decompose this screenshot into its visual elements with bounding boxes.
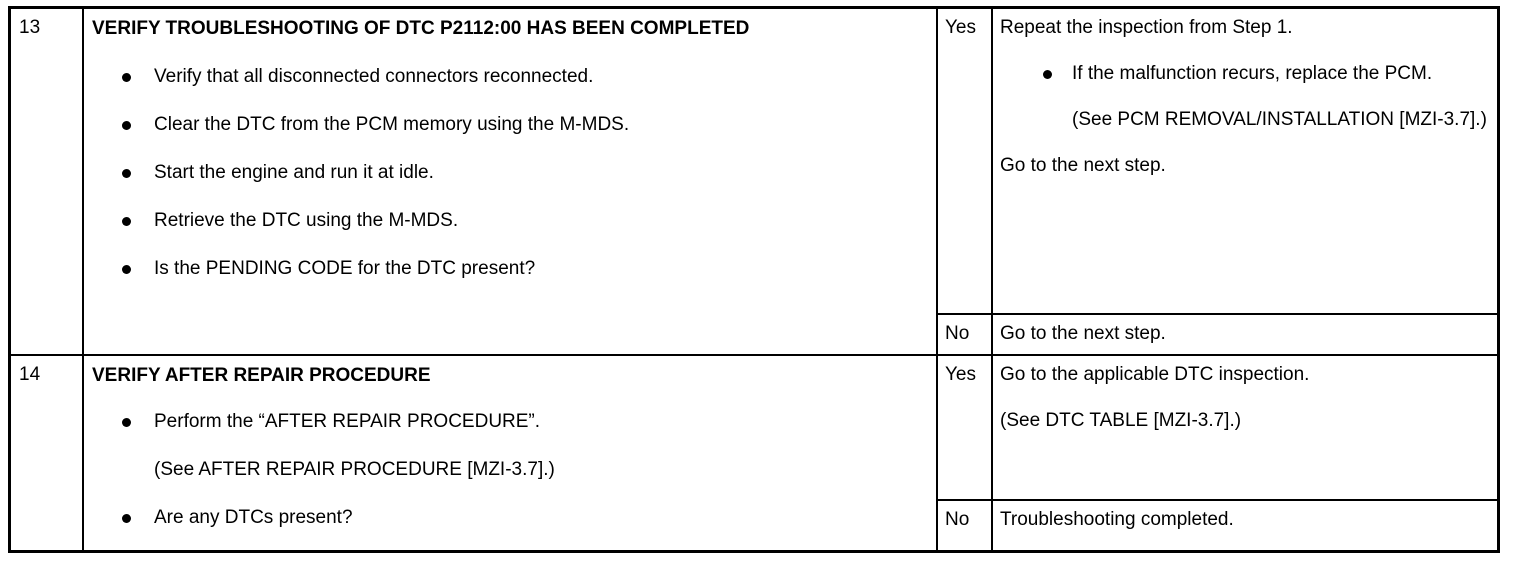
bullet-icon [122,121,131,130]
step-content-cell: VERIFY TROUBLESHOOTING OF DTC P2112:00 H… [84,9,938,354]
inspection-bullet-list-2: Are any DTCs present? [92,506,926,530]
step-number: 13 [19,17,41,38]
bullet-icon [122,217,131,226]
list-item: Clear the DTC from the PCM memory using … [92,113,926,137]
judgement-yes: Yes [938,356,991,501]
list-item: Verify that all disconnected connectors … [92,65,926,89]
action-yes: Repeat the inspection from Step 1. If th… [993,9,1497,315]
action-text: Repeat the inspection from Step 1. [1000,17,1293,38]
list-item-label: Are any DTCs present? [154,507,353,528]
action-no: Troubleshooting completed. [1000,509,1234,530]
step-number-cell: 13 [11,9,84,354]
step-title: VERIFY TROUBLESHOOTING OF DTC P2112:00 H… [92,18,750,39]
list-item-label: If the malfunction recurs, replace the P… [1072,63,1433,84]
inspection-bullet-list: Perform the “AFTER REPAIR PROCEDURE”. [92,410,926,434]
list-item: Retrieve the DTC using the M-MDS. [92,209,926,233]
judgement-cell: Yes No [938,356,993,550]
list-item: Start the engine and run it at idle. [92,161,926,185]
judgement-cell: Yes No [938,9,993,354]
step-title: VERIFY AFTER REPAIR PROCEDURE [92,365,431,386]
action-reference: (See PCM REMOVAL/INSTALLATION [MZI-3.7].… [1072,109,1487,130]
list-item-label: Clear the DTC from the PCM memory using … [154,114,630,135]
list-item: If the malfunction recurs, replace the P… [1000,62,1497,86]
action-yes: Go to the applicable DTC inspection. (Se… [993,356,1497,501]
step-number: 14 [19,364,41,385]
action-cell: Go to the applicable DTC inspection. (Se… [993,356,1497,550]
action-text: Go to the applicable DTC inspection. [1000,364,1310,385]
bullet-icon [122,418,131,427]
step-number-cell: 14 [11,356,84,550]
action-cell: Repeat the inspection from Step 1. If th… [993,9,1497,354]
list-item-label: Is the PENDING CODE for the DTC present? [154,258,536,279]
judgement-no: No [945,323,970,344]
list-item: Are any DTCs present? [92,506,926,530]
table-row: 13 VERIFY TROUBLESHOOTING OF DTC P2112:0… [11,9,1497,356]
list-item-label: Retrieve the DTC using the M-MDS. [154,210,459,231]
step-content-cell: VERIFY AFTER REPAIR PROCEDURE Perform th… [84,356,938,550]
table-row: 14 VERIFY AFTER REPAIR PROCEDURE Perform… [11,356,1497,550]
list-item: Perform the “AFTER REPAIR PROCEDURE”. [92,410,926,434]
bullet-icon [122,73,131,82]
troubleshooting-table: 13 VERIFY TROUBLESHOOTING OF DTC P2112:0… [8,6,1500,553]
bullet-icon [1043,70,1052,79]
judgement-yes: Yes [938,9,991,315]
bullet-icon [122,265,131,274]
action-bullet-list: If the malfunction recurs, replace the P… [1000,62,1497,86]
list-item-label: Verify that all disconnected connectors … [154,66,594,87]
action-no: Go to the next step. [1000,323,1166,344]
action-tail: Go to the next step. [1000,155,1166,176]
inspection-bullet-list: Verify that all disconnected connectors … [92,65,926,281]
list-item-label: Perform the “AFTER REPAIR PROCEDURE”. [154,411,541,432]
judgement-no: No [945,509,970,530]
step-note-reference: (See AFTER REPAIR PROCEDURE [MZI-3.7].) [154,459,555,480]
action-reference: (See DTC TABLE [MZI-3.7].) [1000,410,1242,431]
bullet-icon [122,169,131,178]
list-item-label: Start the engine and run it at idle. [154,162,434,183]
bullet-icon [122,514,131,523]
list-item: Is the PENDING CODE for the DTC present? [92,257,926,281]
